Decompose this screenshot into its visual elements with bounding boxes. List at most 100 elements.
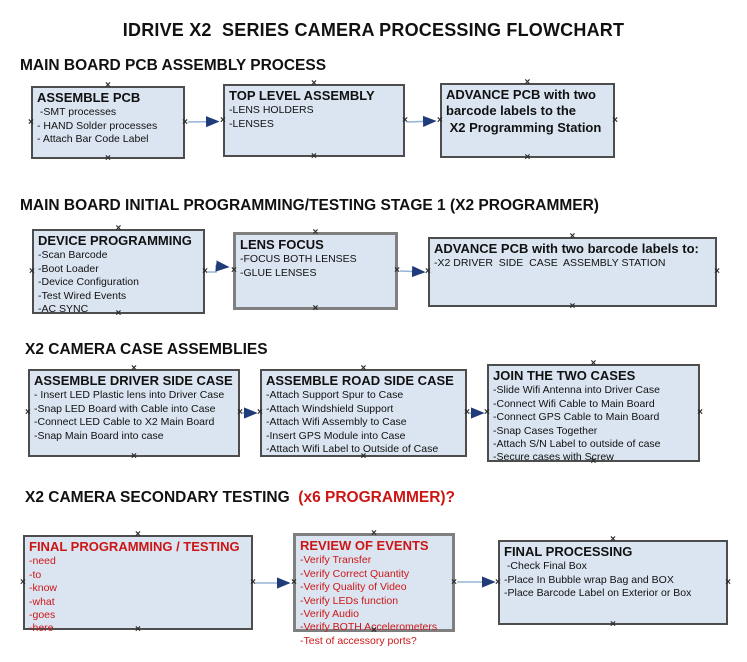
connection-handle-icon: × (237, 407, 243, 418)
connection-handle-icon: × (20, 576, 26, 588)
connection-handle-icon: × (725, 576, 731, 588)
connection-handle-icon: × (484, 407, 490, 418)
connection-handle-icon: × (524, 152, 531, 163)
connection-handle-icon: × (257, 407, 263, 418)
box-item: -Insert GPS Module into Case (266, 429, 406, 442)
box-item: -Scan Barcode (38, 249, 108, 262)
box-item: -goes (29, 609, 56, 621)
box-item: -LENS HOLDERS (229, 104, 314, 117)
connection-handle-icon: × (360, 363, 367, 374)
box-item: -need (29, 555, 56, 568)
box-item: -Snap Cases Together (493, 424, 598, 437)
connection-handle-icon: × (135, 624, 141, 635)
process-box-device-programming[interactable]: ×××× DEVICE PROGRAMMING -Scan Barcode -B… (29, 224, 208, 319)
process-box-final-processing[interactable]: ×××× FINAL PROCESSING -Check Final Box -… (495, 535, 731, 630)
box-item: -Place In Bubble wrap Bag and BOX (504, 573, 674, 586)
box-item: -Boot Loader (38, 262, 99, 275)
connection-handle-icon: × (291, 576, 297, 588)
connection-handle-icon: × (394, 265, 400, 276)
connection-handle-icon: × (131, 363, 137, 374)
connection-handle-icon: × (105, 80, 111, 91)
connection-handle-icon: × (202, 265, 208, 277)
box-item: - Insert LED Plastic lens into Driver Ca… (34, 389, 225, 402)
box-item: -Check Final Box (504, 560, 587, 573)
box-item: -Test Wired Events (38, 289, 127, 302)
process-box-join-the-two-cases[interactable]: ×××× JOIN THE TWO CASES -Slide Wifi Ante… (484, 359, 703, 467)
box-item: -Attach Windshield Support (266, 402, 394, 415)
box-item: -AC SYNC (38, 303, 89, 315)
box-item: -Connect Wifi Cable to Main Board (493, 397, 655, 410)
box-item: -Slide Wifi Antenna into Driver Case (493, 384, 660, 397)
connection-handle-icon: × (524, 77, 531, 88)
process-box-advance-pcb-programming-station[interactable]: × × × × ADVANCE PCB with two barcode labels… (437, 78, 618, 163)
box-item: -SMT processes (37, 106, 117, 119)
box-item: -Verify Correct Quantity (300, 567, 410, 580)
connection-handle-icon: × (131, 451, 137, 462)
process-box-final-programming-testing[interactable]: × × × × FINAL PROGRAMMING / TESTING -need -… (20, 530, 256, 635)
box-item: -Snap Main Board into case (34, 429, 164, 442)
connection-handle-icon: × (250, 576, 256, 588)
connector-arrow (399, 265, 426, 278)
box-title: ADVANCE PCB with two barcode labels to t… (446, 87, 602, 135)
connection-handle-icon: × (610, 619, 616, 630)
connection-handle-icon: × (425, 266, 431, 277)
connection-handle-icon: × (437, 114, 443, 126)
connector-arrow (187, 116, 220, 128)
connection-handle-icon: × (714, 266, 720, 277)
process-box-top-level-assembly[interactable]: ×××× TOP LEVEL ASSEMBLY -LENS HOLDERS -L… (220, 79, 408, 162)
process-box-assemble-driver-side-case[interactable]: × × × × ASSEMBLE DRIVER SIDE CASE - Insert … (25, 364, 243, 462)
section-heading-secondary-testing: X2 CAMERA SECONDARY TESTING (x6 PROGRAMM… (25, 489, 455, 507)
box-title: JOIN THE TWO CASES (493, 368, 636, 383)
connection-handle-icon: × (495, 576, 501, 588)
connection-handle-icon: × (311, 78, 317, 89)
process-box-assemble-road-side-case[interactable]: ×××× ASSEMBLE ROAD SIDE CASE -Attach Sup… (257, 364, 470, 462)
connection-handle-icon: × (28, 116, 34, 128)
box-title: TOP LEVEL ASSEMBLY (229, 88, 375, 103)
connection-handle-icon: × (312, 227, 319, 238)
connection-handle-icon: × (105, 153, 111, 164)
heading-black-part: X2 CAMERA SECONDARY TESTING (25, 489, 299, 506)
box-item: - HAND Solder processes (37, 119, 158, 132)
connection-handle-icon: × (590, 456, 597, 467)
box-item: -know (29, 582, 58, 595)
box-item: -Attach Wifi Assembly to Case (266, 416, 407, 429)
process-box-lens-focus[interactable]: ×××× LENS FOCUS -FOCUS BOTH LENSES -GLUE… (231, 228, 400, 314)
box-title: FINAL PROCESSING (504, 544, 633, 559)
connector-arrow (207, 260, 230, 273)
process-box-review-of-events[interactable]: ×××× REVIEW OF EVENTS -Verify Transfer -… (291, 529, 457, 647)
connection-handle-icon: × (697, 407, 703, 418)
section-heading-initial-programming: MAIN BOARD INITIAL PROGRAMMING/TESTING S… (20, 197, 599, 214)
connection-handle-icon: × (220, 114, 226, 126)
box-title: ASSEMBLE DRIVER SIDE CASE (34, 373, 233, 388)
box-item: -what (29, 595, 55, 608)
box-item: -Attach Support Spur to Case (266, 389, 404, 402)
connection-handle-icon: × (612, 114, 618, 126)
connection-handle-icon: × (451, 576, 457, 588)
box-item: -Verify Quality of Video (300, 581, 407, 594)
box-item: -GLUE LENSES (240, 266, 317, 279)
connection-handle-icon: × (135, 529, 141, 540)
connection-handle-icon: × (115, 223, 122, 234)
connection-handle-icon: × (312, 303, 319, 314)
box-title: DEVICE PROGRAMMING (38, 233, 192, 248)
box-item: -here (29, 622, 54, 635)
process-box-advance-pcb-driver-side-station[interactable]: ×××× ADVANCE PCB with two barcode labels… (425, 232, 720, 312)
connection-handle-icon: × (371, 625, 377, 636)
box-item: -Secure cases with Screw (493, 451, 614, 464)
connection-handle-icon: × (182, 116, 188, 128)
box-item: -to (29, 568, 42, 581)
box-item: -Device Configuration (38, 276, 139, 289)
box-item: -Test of accessory ports? (300, 634, 417, 647)
connection-handle-icon: × (25, 407, 31, 418)
process-box-assemble-pcb[interactable]: ×××× ASSEMBLE PCB -SMT processes - HAND … (28, 81, 188, 164)
box-title: ASSEMBLE ROAD SIDE CASE (266, 373, 454, 388)
box-item: -Connect LED Cable to X2 Main Board (34, 416, 215, 429)
box-item: -Verify LEDs function (300, 594, 399, 607)
box-item: -Attach S/N Label to outside of case (493, 438, 661, 450)
box-item: -Verify Transfer (300, 554, 372, 567)
box-title: LENS FOCUS (240, 237, 324, 252)
box-item: -Attach Wifi Label to Outside of Case (266, 443, 439, 455)
connection-handle-icon: × (569, 301, 576, 312)
box-title: FINAL PROGRAMMING / TESTING (29, 539, 240, 554)
box-item: -Verify BOTH Accelerometers (300, 621, 438, 634)
